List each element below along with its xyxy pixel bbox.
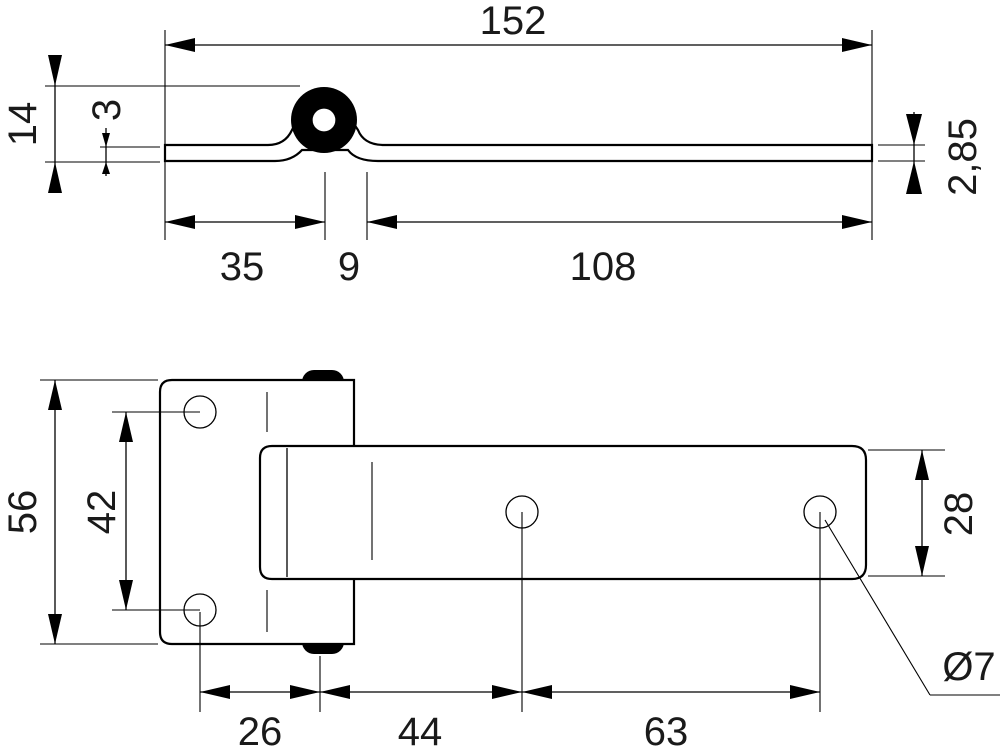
arrow-offset-top	[102, 133, 110, 147]
strap-plate	[258, 444, 868, 581]
dim-spacing-63: 63	[644, 710, 689, 751]
arrow-thickness-bottom	[906, 161, 922, 194]
plan-view: 56 42 28 26 44 63 Ø7	[1, 370, 1000, 751]
hinge-profile	[163, 116, 874, 163]
dim-spacing-44: 44	[398, 710, 443, 751]
dim-offset: 3	[85, 99, 129, 121]
dim-plan-height: 56	[1, 490, 45, 535]
dim-knuckle: 9	[338, 245, 360, 289]
side-view: 152 14 3 2,85 35 9 108	[1, 0, 985, 289]
dim-strap-width: 28	[937, 492, 981, 537]
dim-left-leaf: 35	[220, 245, 265, 289]
dim-right-leaf: 108	[570, 245, 637, 289]
dim-hole-diameter: Ø7	[942, 645, 995, 689]
arrow-offset-bottom	[102, 162, 110, 174]
arrow-thickness-top	[906, 114, 922, 145]
hinge-pin-hole	[311, 107, 337, 133]
leader-line-hole-diameter	[824, 519, 931, 696]
dim-height: 14	[1, 102, 45, 147]
dim-thickness: 2,85	[941, 118, 985, 196]
dim-spacing-26: 26	[238, 710, 283, 751]
dim-overall-length: 152	[480, 0, 547, 43]
arrow-height-bottom	[48, 162, 62, 193]
dim-hole-spacing: 42	[80, 490, 124, 535]
arrow-height-top	[48, 55, 62, 86]
